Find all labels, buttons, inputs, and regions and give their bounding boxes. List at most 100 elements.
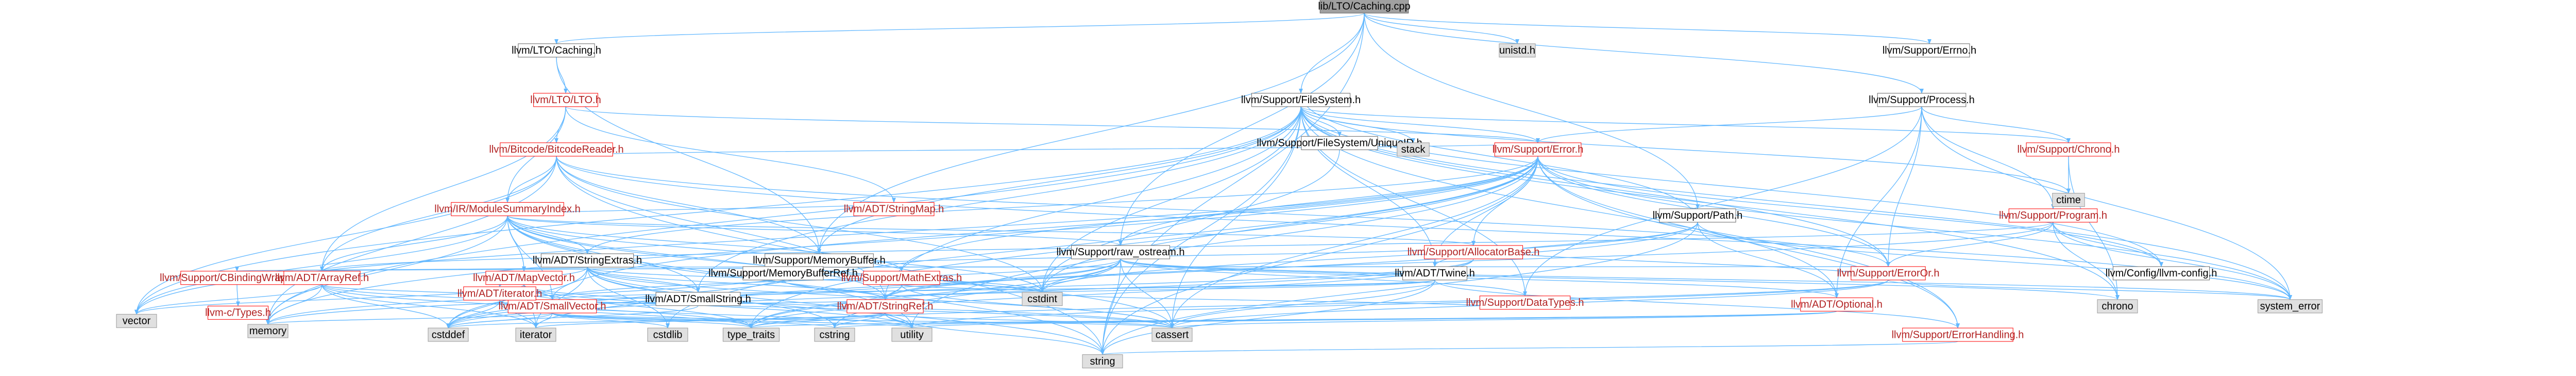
edge-program-to-array_ref <box>320 222 2054 272</box>
edge-support_error-to-optional <box>1537 156 1839 299</box>
node-chrono-h[interactable]: llvm/Support/Chrono.h <box>2018 142 2120 157</box>
edge-filesystem-to-fs_uniqueid <box>1300 106 1342 137</box>
node-label: llvm/Support/AllocatorBase.h <box>1408 247 1540 258</box>
node-small-vector[interactable]: llvm/ADT/SmallVector.h <box>499 299 606 314</box>
edge-twine-to-string_ref <box>883 280 1435 300</box>
node-errno[interactable]: llvm/Support/Errno.h <box>1883 43 1976 58</box>
edge-raw_ostream-to-small_vector <box>550 258 1121 300</box>
edge-process-to-optional <box>1835 106 1922 299</box>
node-module-summary[interactable]: llvm/IR/ModuleSummaryIndex.h <box>434 202 581 216</box>
node-filesystem[interactable]: llvm/Support/FileSystem.h <box>1241 93 1361 107</box>
node-string-map[interactable]: llvm/ADT/StringMap.h <box>844 202 944 216</box>
edge-support_path-to-iterator <box>534 222 1698 329</box>
edge-small_vector-to-cstring <box>552 313 837 329</box>
edge-support_path-to-filesystem <box>1299 92 1698 222</box>
node-adt-iterator[interactable]: llvm/ADT/iterator.h <box>457 286 542 301</box>
edge-twine-to-cstdint <box>1040 280 1435 293</box>
node-cassert: cassert <box>1151 328 1193 342</box>
node-cstdlib: cstdlib <box>647 328 688 342</box>
node-label: llvm/Support/Chrono.h <box>2018 144 2120 155</box>
edge-filesystem-to-ctime <box>1300 106 2071 194</box>
edge-root-to-lto_caching <box>554 12 1365 44</box>
edge-array_ref-to-memory <box>266 284 323 325</box>
node-memory-buffer[interactable]: llvm/Support/MemoryBuffer.h <box>753 253 886 268</box>
node-array-ref[interactable]: llvm/ADT/ArrayRef.h <box>275 271 369 285</box>
node-error-handling[interactable]: llvm/Support/ErrorHandling.h <box>1892 328 2024 342</box>
node-cbinding[interactable]: llvm/Support/CBindingWrapping.h <box>160 271 314 285</box>
node-label: llvm/LTO/Caching.h <box>512 45 601 56</box>
node-lto-caching[interactable]: llvm/LTO/Caching.h <box>512 43 601 58</box>
node-optional[interactable]: llvm/ADT/Optional.h <box>1791 297 1883 312</box>
node-bitcode-reader[interactable]: llvm/Bitcode/BitcodeReader.h <box>489 142 624 157</box>
node-program[interactable]: llvm/Support/Program.h <box>1999 208 2107 223</box>
node-label: llvm/Support/raw_ostream.h <box>1057 247 1185 258</box>
edge-bitcode_reader-to-module_summary <box>505 156 557 203</box>
node-label: cstdint <box>1027 293 1057 305</box>
node-mathextras[interactable]: llvm/Support/MathExtras.h <box>841 271 962 285</box>
node-label: llvm/ADT/SmallVector.h <box>499 301 606 312</box>
node-label: llvm/Bitcode/BitcodeReader.h <box>489 144 623 155</box>
edge-error_or-to-utility <box>910 280 1889 329</box>
node-memory-buffer-ref[interactable]: llvm/Support/MemoryBufferRef.h <box>708 266 858 281</box>
node-map-vector[interactable]: llvm/ADT/MapVector.h <box>473 271 575 285</box>
edge-root-to-filesystem <box>1299 13 1365 94</box>
node-support-error[interactable]: llvm/Support/Error.h <box>1493 142 1584 157</box>
node-twine[interactable]: llvm/ADT/Twine.h <box>1395 266 1475 281</box>
node-fs-uniqueid[interactable]: llvm/Support/FileSystem/UniqueID.h <box>1257 136 1422 150</box>
node-utility: utility <box>891 328 933 342</box>
edge-support_error-to-type_traits <box>749 156 1538 329</box>
node-type-traits: type_traits <box>722 328 780 342</box>
edge-raw_ostream-to-chrono <box>1120 258 2120 300</box>
node-ctypes[interactable]: llvm-c/Types.h <box>205 305 271 320</box>
edge-raw_ostream-to-cassert <box>1120 258 1174 329</box>
node-label: llvm/ADT/SmallString.h <box>645 293 751 305</box>
edge-lto-to-support_error <box>565 106 1540 143</box>
edge-program-to-llvm_config <box>2053 222 2163 267</box>
edge-string_ref-to-type_traits <box>749 313 886 329</box>
node-label: string <box>1090 356 1115 367</box>
node-label: llvm/ADT/StringRef.h <box>837 301 934 312</box>
node-small-string[interactable]: llvm/ADT/SmallString.h <box>645 292 751 306</box>
edge-bitcode_reader-to-cstdint <box>556 156 1044 293</box>
node-string-extras[interactable]: llvm/ADT/StringExtras.h <box>533 253 642 268</box>
edge-raw_ostream-to-string_ref <box>883 258 1121 300</box>
edge-bitcode_reader-to-vector <box>134 156 557 315</box>
edge-raw_ostream-to-type_traits <box>749 258 1121 329</box>
edge-bitcode_reader-to-memory_buffer <box>556 156 821 254</box>
node-label: llvm/Support/Errno.h <box>1883 45 1976 56</box>
node-label: llvm/Support/ErrorHandling.h <box>1892 329 2024 340</box>
node-unistd: unistd.h <box>1499 43 1536 58</box>
node-vector: vector <box>116 314 157 328</box>
node-raw-ostream[interactable]: llvm/Support/raw_ostream.h <box>1057 245 1185 259</box>
node-label: llvm/Support/Program.h <box>1999 210 2107 221</box>
edge-map_vector-to-utility <box>523 284 914 329</box>
node-root[interactable]: lib/LTO/Caching.cpp <box>1318 0 1411 13</box>
node-label: chrono <box>2102 301 2133 312</box>
edge-process-to-chrono_h <box>1921 106 2071 143</box>
node-data-types[interactable]: llvm/Support/DataTypes.h <box>1466 296 1584 310</box>
edge-error_handling-to-string <box>1101 341 1958 355</box>
node-string-ref[interactable]: llvm/ADT/StringRef.h <box>837 299 934 314</box>
node-system-error: system_error <box>2258 299 2323 314</box>
edge-support_error-to-system_error <box>1537 156 2292 300</box>
node-label: llvm/Support/ErrorOr.h <box>1837 268 1940 279</box>
node-process[interactable]: llvm/Support/Process.h <box>1869 93 1975 107</box>
node-stack: stack <box>1397 142 1430 157</box>
node-label: llvm/ADT/iterator.h <box>457 288 542 299</box>
node-memory: memory <box>247 324 289 338</box>
node-label: vector <box>123 316 151 327</box>
node-error-or[interactable]: llvm/Support/ErrorOr.h <box>1837 266 1940 281</box>
node-label: llvm/ADT/StringMap.h <box>844 204 944 215</box>
node-label: lib/LTO/Caching.cpp <box>1318 1 1410 12</box>
edge-root-to-support_path <box>1364 13 1700 209</box>
edge-string_extras-to-utility <box>587 267 914 329</box>
node-alloc-base[interactable]: llvm/Support/AllocatorBase.h <box>1408 245 1540 259</box>
node-lto[interactable]: llvm/LTO/LTO.h <box>530 93 601 107</box>
node-label: llvm/IR/ModuleSummaryIndex.h <box>434 204 580 215</box>
edge-module_summary-to-raw_ostream <box>507 215 1123 246</box>
edge-program-to-chrono <box>2053 222 2120 300</box>
node-support-path[interactable]: llvm/Support/Path.h <box>1653 208 1743 223</box>
node-llvm-config[interactable]: llvm/Config/llvm-config.h <box>2106 266 2217 281</box>
node-label: iterator <box>520 329 552 340</box>
node-label: llvm/Support/MathExtras.h <box>841 272 962 284</box>
